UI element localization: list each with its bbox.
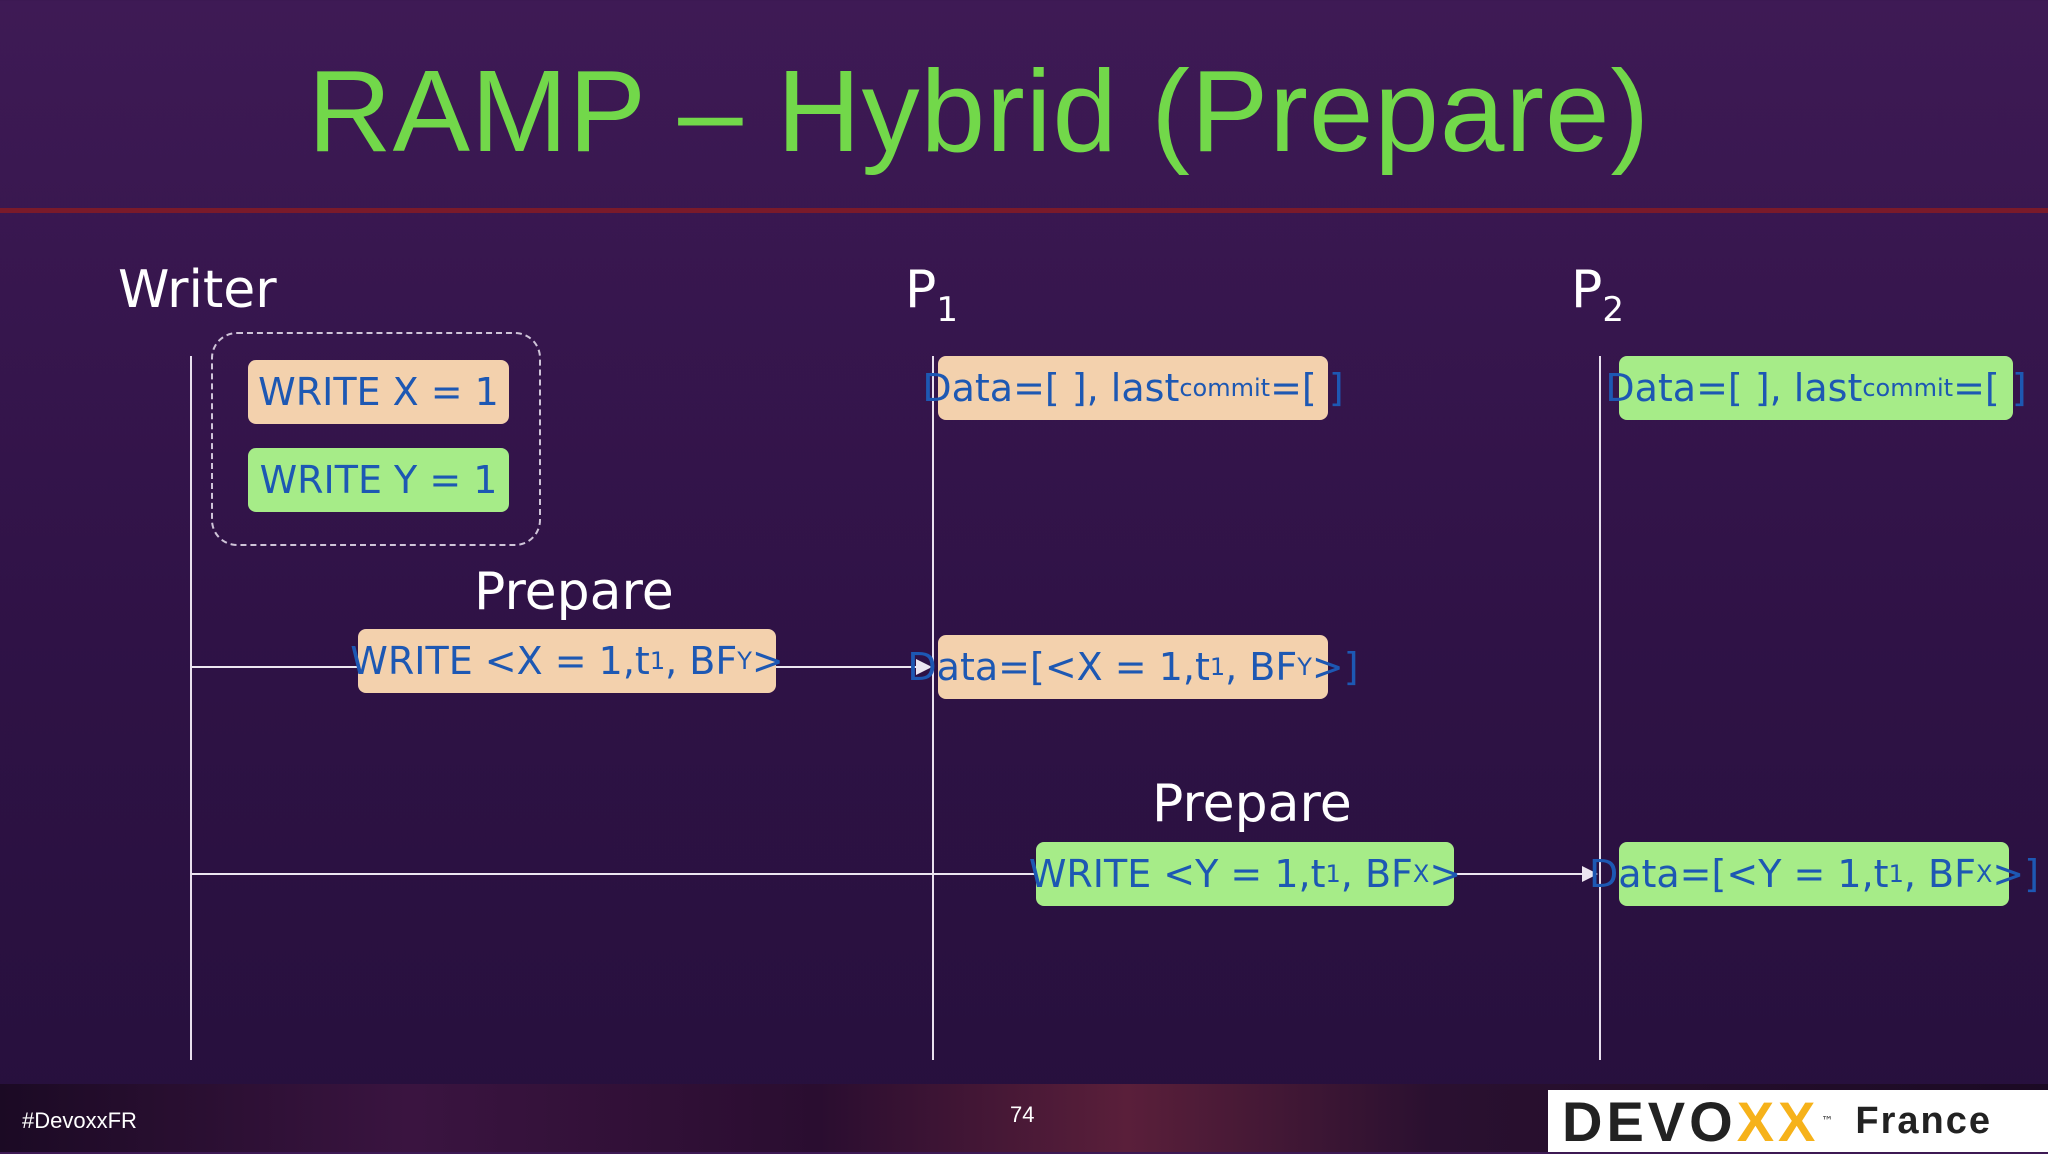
- participant-p2-subscript: 2: [1602, 290, 1624, 330]
- logo-devo: DEVO: [1562, 1089, 1737, 1153]
- prepare-y-text-end: >: [1429, 852, 1462, 896]
- arrow-head-p1: [916, 659, 932, 675]
- prepare-x-text: WRITE <X = 1,t: [350, 639, 650, 683]
- participant-p1: P1: [905, 264, 958, 327]
- participant-p2-label: P: [1571, 260, 1603, 320]
- p2-after-text-end: >]: [1992, 852, 2040, 896]
- prepare-x-text-end: >: [751, 639, 784, 683]
- p1-initial-subscript: commit: [1179, 374, 1271, 402]
- p1-after-sub-t: 1: [1209, 653, 1226, 681]
- prepare-label-1: Prepare: [474, 562, 674, 622]
- prepare-x-sub-t: 1: [649, 647, 666, 675]
- page-number: 74: [1010, 1102, 1035, 1127]
- writer-transaction-group: [211, 332, 541, 546]
- p2-after-sub-bf: X: [1975, 860, 1993, 888]
- write-y-label: WRITE Y = 1: [259, 458, 498, 502]
- title-divider: [0, 208, 2048, 213]
- p1-initial-text-end: =[ ]: [1270, 366, 1344, 410]
- logo-xx: XX: [1736, 1089, 1820, 1153]
- prepare-x-text-bf: , BF: [665, 639, 738, 683]
- logo-trademark: ™: [1821, 1114, 1834, 1128]
- participant-writer: Writer: [118, 264, 277, 316]
- p2-initial-text-end: =[ ]: [1953, 366, 2027, 410]
- footer-hashtag: #DevoxxFR: [22, 1108, 137, 1133]
- write-x-box: WRITE X = 1: [248, 360, 509, 424]
- slide-title: RAMP – Hybrid (Prepare): [307, 46, 1651, 176]
- lifeline-p1: [932, 356, 934, 1060]
- p1-after-text-bf: , BF: [1225, 645, 1298, 689]
- write-x-label: WRITE X = 1: [258, 370, 499, 414]
- logo-france: France: [1855, 1099, 1993, 1142]
- participant-p1-label: P: [905, 260, 937, 320]
- p1-after-text: Data=[<X = 1,t: [907, 645, 1210, 689]
- p2-after-text-bf: , BF: [1903, 852, 1976, 896]
- p2-after-text: Data=[<Y = 1,t: [1588, 852, 1889, 896]
- participant-p2: P2: [1571, 264, 1624, 327]
- prepare-y-sub-bf: X: [1412, 860, 1430, 888]
- prepare-y-text-bf: , BF: [1340, 852, 1413, 896]
- arrow-writer-to-p2: [191, 873, 1583, 875]
- participant-p1-subscript: 1: [936, 290, 958, 330]
- p2-initial-text: Data=[ ], last: [1605, 366, 1863, 410]
- lifeline-writer: [190, 356, 192, 1060]
- p2-after-sub-t: 1: [1888, 860, 1904, 888]
- participant-writer-label: Writer: [118, 260, 277, 320]
- arrow-head-p2: [1582, 866, 1598, 882]
- p1-after-text-end: >]: [1311, 645, 1359, 689]
- p2-initial-subscript: commit: [1862, 374, 1954, 402]
- lifeline-p2: [1599, 356, 1601, 1060]
- prepare-y-sub-t: 1: [1325, 860, 1341, 888]
- prepare-x-sub-bf: Y: [737, 647, 752, 675]
- logo-wordmark: DEVOXX: [1562, 1089, 1819, 1154]
- write-y-box: WRITE Y = 1: [248, 448, 509, 512]
- prepare-label-2: Prepare: [1152, 774, 1352, 834]
- prepare-y-text: WRITE <Y = 1,t: [1028, 852, 1326, 896]
- p1-initial-text: Data=[ ], last: [922, 366, 1180, 410]
- p1-after-sub-bf: Y: [1297, 653, 1312, 681]
